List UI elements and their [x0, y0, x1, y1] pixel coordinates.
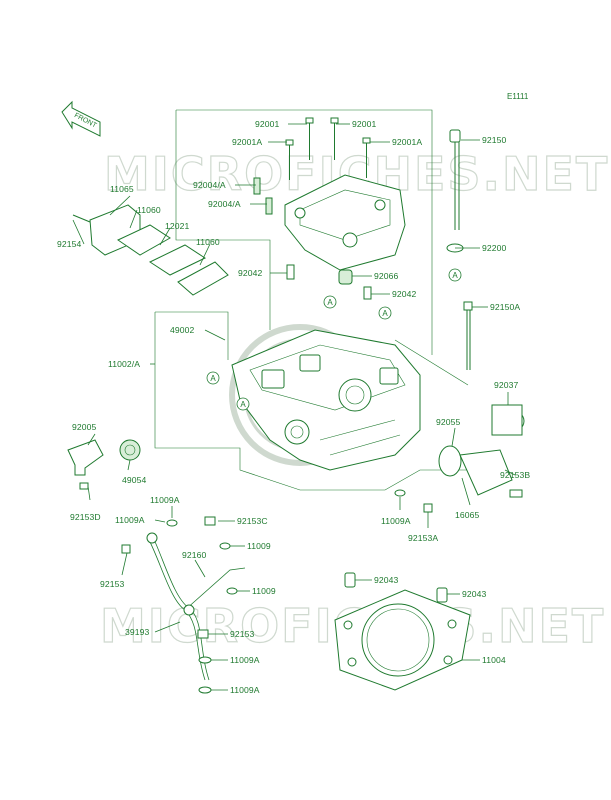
front-arrow-icon: FRONT — [61, 100, 101, 137]
label-49002: 49002 — [170, 325, 195, 335]
bolts-top — [253, 117, 372, 300]
label-92001A-right: 92001A — [392, 137, 422, 147]
oil-pipe — [121, 489, 433, 694]
label-11009A-1: 11009A — [150, 495, 180, 505]
assembly-frame — [154, 109, 500, 491]
label-12021: 12021 — [165, 221, 190, 231]
ref-marker-a-1 — [448, 268, 462, 282]
ref-marker-a-3-text: A — [382, 309, 388, 318]
label-11060-2: 11060 — [196, 237, 220, 247]
label-92037: 92037 — [494, 380, 519, 390]
dowel-pins — [344, 572, 448, 603]
label-49054: 49054 — [122, 475, 147, 485]
label-92153A: 92153A — [408, 533, 438, 543]
label-11009A-2: 11009A — [115, 515, 145, 525]
label-92150A: 92150A — [490, 302, 520, 312]
label-92004A-2: 92004/A — [208, 199, 241, 209]
label-11009-1: 11009 — [247, 541, 271, 551]
valve-covers-left — [72, 204, 229, 296]
ref-marker-a-5 — [236, 397, 250, 411]
ref-markers: A A A A A — [206, 268, 462, 411]
label-92004A-1: 92004/A — [193, 180, 226, 190]
ref-marker-a-4-text: A — [210, 374, 216, 383]
camshaft-holder — [284, 174, 406, 271]
diagram-code: E1111 — [507, 92, 529, 101]
label-92055: 92055 — [436, 417, 461, 427]
label-92042-1: 92042 — [238, 268, 263, 278]
label-92150: 92150 — [482, 135, 507, 145]
label-11009-2: 11009 — [252, 586, 276, 596]
label-92005: 92005 — [72, 422, 97, 432]
label-92153: 92153 — [100, 579, 125, 589]
label-11009A-3: 11009A — [381, 516, 411, 526]
label-92001-right: 92001 — [352, 119, 377, 129]
label-92043-1: 92043 — [374, 575, 399, 585]
stud-92150A — [463, 301, 473, 370]
label-92153D: 92153D — [70, 512, 101, 522]
part-labels: 92001 92001 92001A 92001A 92150 11065 92… — [57, 119, 530, 695]
label-92001-left: 92001 — [255, 119, 280, 129]
label-92001A-left: 92001A — [232, 137, 262, 147]
label-92066: 92066 — [374, 271, 399, 281]
cylinder-head — [231, 329, 421, 471]
thermostat-parts — [67, 439, 141, 490]
intake-holder — [438, 404, 525, 498]
ref-marker-a-4 — [206, 371, 220, 385]
label-92153B: 92153B — [500, 470, 530, 480]
label-92200: 92200 — [482, 243, 507, 253]
ref-marker-a-5-text: A — [240, 400, 246, 409]
label-11060-1: 11060 — [137, 205, 161, 215]
ref-marker-a-2-text: A — [327, 298, 333, 307]
ref-marker-a-1-text: A — [452, 271, 458, 280]
label-11002A: 11002/A — [108, 359, 140, 369]
ref-marker-a-2 — [323, 295, 337, 309]
label-11065: 11065 — [110, 184, 134, 194]
label-11004: 11004 — [482, 655, 506, 665]
label-92153-2: 92153 — [230, 629, 255, 639]
label-92154: 92154 — [57, 239, 82, 249]
label-92153C: 92153C — [237, 516, 268, 526]
label-11009A-4: 11009A — [230, 655, 260, 665]
leader-lines — [72, 123, 516, 691]
head-gasket — [334, 589, 471, 691]
label-39193: 39193 — [125, 627, 150, 637]
label-11009A-5: 11009A — [230, 685, 260, 695]
label-16065: 16065 — [455, 510, 480, 520]
ref-marker-a-3 — [378, 306, 392, 320]
label-92043-2: 92043 — [462, 589, 487, 599]
label-92042-2: 92042 — [392, 289, 417, 299]
label-92160: 92160 — [182, 550, 207, 560]
